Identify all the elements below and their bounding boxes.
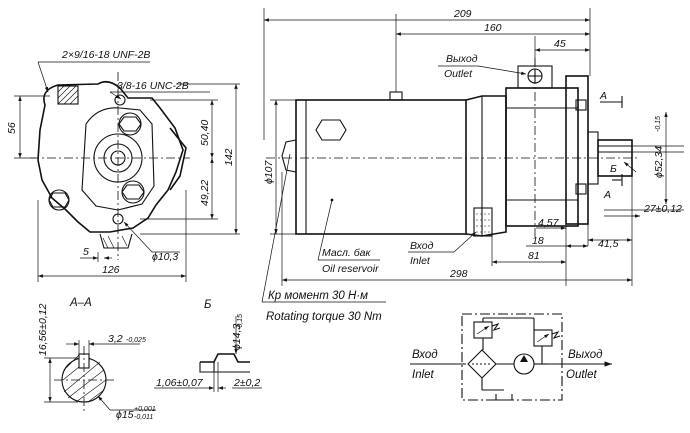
dim-b-1-06: 1,06±0,07: [156, 377, 204, 389]
dim-45: 45: [554, 38, 566, 50]
dim-b-height-tol: -0,15: [237, 314, 244, 330]
dim-b-height: ϕ14,3: [231, 324, 243, 350]
front-bottom-port: [99, 233, 133, 249]
dim-27: 27±0,12: [643, 203, 682, 215]
dim-key-width: 3,2: [108, 333, 123, 345]
thread-spec-2: 3/8-16 UNC-2B: [117, 80, 189, 92]
detail-b: Б ϕ14,3 -0,15 1,06±0,07 2±0,2: [154, 299, 262, 392]
dim-4-57: 4,57: [538, 217, 560, 229]
section-a-a: А–А 16,56±0,12 3,2 -0,025 ϕ15 +0,001 -0,…: [37, 297, 156, 421]
dim-shaft-tol-down: -0,011: [134, 414, 153, 421]
dim-key-width-tol: -0,025: [126, 337, 146, 344]
section-marker-a-top: А: [599, 90, 607, 102]
dim-5: 5: [83, 246, 89, 258]
reservoir-bolt-icon: [315, 119, 347, 141]
side-view: 209 160 45 Выход Outlet ϕ107 Масл. бак O…: [263, 8, 684, 286]
dim-18: 18: [532, 235, 544, 247]
hydraulic-schematic: Вход Inlet Выход Outlet: [410, 313, 612, 401]
section-marker-b: Б: [610, 163, 617, 175]
tank-icon: [495, 394, 513, 401]
reservoir-end-cap: [281, 139, 297, 173]
dim-126: 126: [102, 264, 120, 276]
oil-reservoir-label-ru: Масл. бак: [322, 247, 371, 259]
front-side-bracket: [169, 127, 187, 191]
outlet-label-en: Outlet: [444, 68, 473, 80]
reservoir-body: [295, 99, 467, 235]
section-a-a-title: А–А: [69, 297, 92, 309]
schematic-outlet-ru: Выход: [568, 349, 603, 361]
thread-spec-1: 2×9/16-18 UNF-2B: [61, 49, 150, 61]
dim-142: 142: [223, 148, 235, 166]
inlet-fitting-hatch: [473, 207, 493, 237]
relief-valve-2-icon: [533, 329, 553, 347]
front-view: 2×9/16-18 UNF-2B 3/8-16 UNC-2B 56 126 5 …: [6, 49, 240, 282]
reservoir-taper: [465, 95, 507, 237]
dim-50-40: 50,40: [199, 120, 211, 146]
dim-key-height: 16,56±0,12: [37, 303, 49, 356]
schematic-inlet-en: Inlet: [412, 369, 435, 381]
inlet-label-en: Inlet: [410, 255, 431, 267]
dim-49-22: 49,22: [199, 180, 211, 206]
dim-56: 56: [6, 122, 18, 134]
front-bolts: [48, 94, 145, 225]
dim-209: 209: [453, 8, 472, 20]
dim-shaft-diameter: ϕ15: [116, 409, 134, 421]
dim-d10-3: ϕ10,3: [152, 251, 178, 263]
dim-shaft-tol-up: +0,001: [134, 406, 156, 413]
schematic-outlet-en: Outlet: [566, 369, 597, 381]
schematic-inlet-ru: Вход: [412, 349, 438, 361]
torque-label-en: Rotating torque 30 Nm: [266, 311, 382, 323]
dim-160: 160: [484, 22, 502, 34]
dim-81: 81: [528, 250, 540, 262]
inlet-label-ru: Вход: [410, 240, 434, 252]
outlet-label-ru: Выход: [446, 53, 478, 65]
torque-annotation: Кр момент 30 Н·м Rotating torque 30 Nm: [261, 153, 386, 323]
front-port-hatch: [57, 85, 79, 105]
dim-d52-34: ϕ52,34: [653, 146, 665, 178]
detail-b-title: Б: [204, 299, 212, 311]
oil-reservoir-label-en: Oil reservoir: [322, 263, 379, 275]
section-marker-a-bottom: А: [603, 189, 611, 201]
dim-41-5: 41,5: [598, 238, 619, 250]
dim-298: 298: [449, 268, 468, 280]
dim-d107: ϕ107: [263, 159, 275, 184]
dim-b-2: 2±0,2: [233, 377, 260, 389]
schematic-boundary: [461, 313, 563, 401]
filler-cap: [389, 91, 403, 101]
pump-block: [505, 87, 579, 227]
front-body-outline: [37, 80, 184, 233]
dim-d52-34-tol: -0,15: [655, 116, 662, 132]
torque-label-ru: Кр момент 30 Н·м: [268, 290, 368, 302]
mount-flange: [565, 75, 589, 225]
